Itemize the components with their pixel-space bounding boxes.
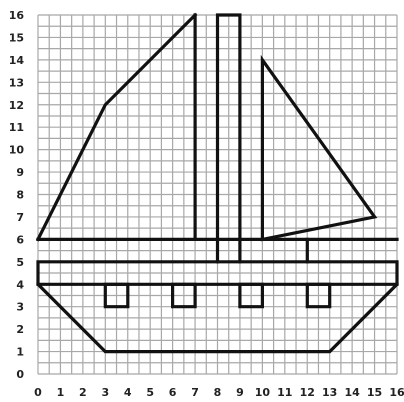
y-tick-label: 16: [9, 9, 25, 22]
y-tick-label: 3: [16, 301, 24, 314]
y-tick-label: 8: [16, 189, 24, 202]
y-tick-label: 5: [16, 256, 24, 269]
x-tick-label: 4: [124, 386, 132, 399]
y-tick-label: 11: [9, 121, 24, 134]
x-tick-label: 1: [57, 386, 65, 399]
y-tick-label: 2: [16, 323, 24, 336]
x-tick-label: 16: [389, 386, 404, 399]
x-tick-label: 14: [344, 386, 360, 399]
x-tick-label: 10: [255, 386, 271, 399]
x-tick-label: 15: [367, 386, 382, 399]
x-tick-label: 0: [34, 386, 42, 399]
x-tick-label: 13: [322, 386, 337, 399]
y-tick-label: 13: [9, 76, 24, 89]
y-tick-label: 15: [9, 31, 24, 44]
x-tick-label: 3: [101, 386, 109, 399]
y-tick-label: 0: [16, 368, 24, 381]
y-tick-label: 6: [16, 233, 24, 246]
x-tick-label: 2: [79, 386, 87, 399]
x-tick-label: 11: [277, 386, 292, 399]
y-tick-label: 7: [16, 211, 24, 224]
y-tick-label: 10: [9, 144, 25, 157]
x-tick-label: 9: [236, 386, 244, 399]
y-tick-label: 14: [9, 54, 25, 67]
x-tick-label: 8: [214, 386, 222, 399]
x-tick-label: 6: [169, 386, 177, 399]
y-tick-label: 4: [16, 278, 24, 291]
x-tick-label: 7: [191, 386, 199, 399]
x-tick-label: 5: [146, 386, 154, 399]
y-tick-label: 1: [16, 346, 24, 359]
y-tick-label: 12: [9, 99, 24, 112]
y-tick-label: 9: [16, 166, 24, 179]
x-tick-label: 12: [300, 386, 315, 399]
